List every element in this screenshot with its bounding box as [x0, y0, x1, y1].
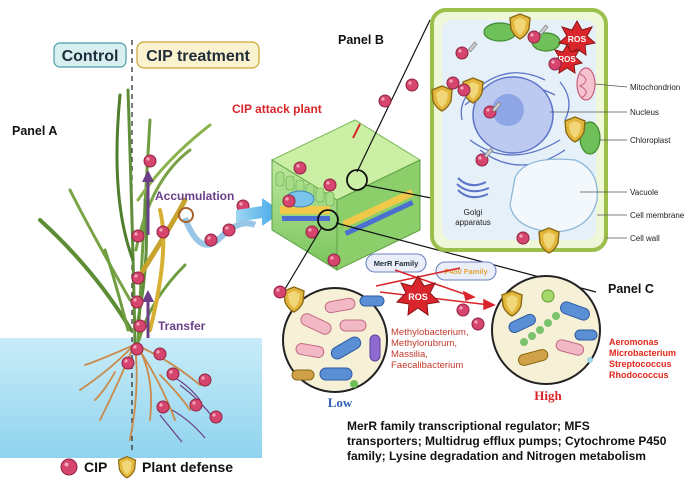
merr-family-label: MerR Family	[374, 259, 419, 268]
panel-b-label: Panel B	[338, 33, 384, 47]
panel-c-label: Panel C	[608, 282, 654, 296]
mitochondrion	[576, 67, 596, 101]
label-vacuole: Vacuole	[630, 188, 659, 197]
label-cell-wall: Cell wall	[630, 234, 660, 243]
p450-family-label: P450 Family	[444, 267, 488, 276]
function-description: MerR family transcriptional regulator; M…	[347, 419, 667, 463]
high-taxa-list: Aeromonas Microbacterium Streptococcus R…	[609, 337, 676, 380]
panel-a: Control CIP treatment Panel A	[0, 40, 262, 458]
control-header-box	[53, 42, 127, 68]
p450-family-box	[435, 261, 497, 281]
vacuole	[509, 158, 598, 233]
control-header: Control	[62, 48, 119, 65]
low-taxon: Methylobacterium,	[391, 327, 469, 338]
golgi-apparatus	[456, 177, 490, 199]
label-chloroplast: Chloroplast	[630, 136, 671, 145]
low-taxon: Massilia,	[391, 349, 428, 360]
leaf-focus-circle	[178, 207, 194, 223]
plant-defense-legend-label: Plant defense	[142, 459, 233, 475]
ros-burst-2: ROS	[550, 43, 584, 74]
nucleolus	[492, 94, 524, 126]
high-taxon: Streptococcus	[609, 359, 672, 369]
treatment-header: CIP treatment	[146, 48, 250, 65]
ros-burst-1: ROS	[557, 19, 597, 57]
legend: CIP Plant defense	[60, 456, 233, 479]
attack-arrow	[352, 123, 361, 139]
description-line: transporters; Multidrug efflux pumps; Cy…	[347, 434, 667, 448]
ros-label-3: ROS	[408, 292, 428, 302]
panel-b: Panel B	[338, 8, 685, 254]
ros-label-1: ROS	[568, 34, 587, 44]
label-nucleus: Nucleus	[630, 108, 659, 117]
label-mitochondrion: Mitochondrion	[630, 83, 680, 92]
low-label: Low	[328, 395, 353, 410]
attack-label: CIP attack plant	[232, 102, 322, 116]
cip-legend-icon	[60, 458, 78, 476]
cip-stream	[182, 216, 257, 248]
transfer-arrow	[142, 290, 154, 338]
cip-legend-label: CIP	[84, 459, 107, 475]
high-bacteria	[507, 289, 598, 366]
shield-icon	[117, 456, 137, 479]
water-area	[0, 338, 262, 458]
high-label: High	[534, 388, 562, 403]
leaf-cross-section	[270, 119, 422, 271]
high-taxon: Microbacterium	[609, 348, 676, 358]
flow-arrow	[236, 198, 282, 226]
low-taxon: Methylorubrum,	[391, 338, 457, 349]
low-taxa-list: Methylobacterium, Methylorubrum, Massili…	[391, 327, 469, 371]
panel-a-label: Panel A	[12, 124, 57, 138]
label-golgi-2: apparatus	[455, 218, 491, 227]
plant	[38, 88, 212, 347]
panel-c: Panel C MerR Family P450 Family ROS	[273, 253, 676, 463]
label-cell-membrane: Cell membrane	[630, 211, 685, 220]
zoom-circle-cell	[346, 169, 368, 191]
treatment-header-box	[136, 41, 260, 69]
ros-label-2: ROS	[558, 55, 576, 64]
high-taxon: Aeromonas	[609, 337, 659, 347]
low-bacteria	[291, 295, 385, 388]
transfer-label: Transfer	[158, 319, 206, 333]
zoom-circle-microbe	[317, 209, 339, 231]
label-golgi-1: Golgi	[464, 208, 483, 217]
accumulation-label: Accumulation	[155, 189, 234, 203]
merr-family-box	[365, 253, 427, 273]
accumulation-arrow	[142, 170, 154, 235]
description-line: MerR family transcriptional regulator; M…	[347, 419, 590, 433]
low-taxon: Faecalibacterium	[391, 360, 463, 371]
description-line: family; Lysine degradation and Nitrogen …	[347, 449, 646, 463]
high-taxon: Rhodococcus	[609, 370, 669, 380]
ros-burst-3: ROS	[395, 275, 441, 317]
organelle-labels: Mitochondrion Nucleus Chloroplast Vacuol…	[455, 83, 685, 243]
